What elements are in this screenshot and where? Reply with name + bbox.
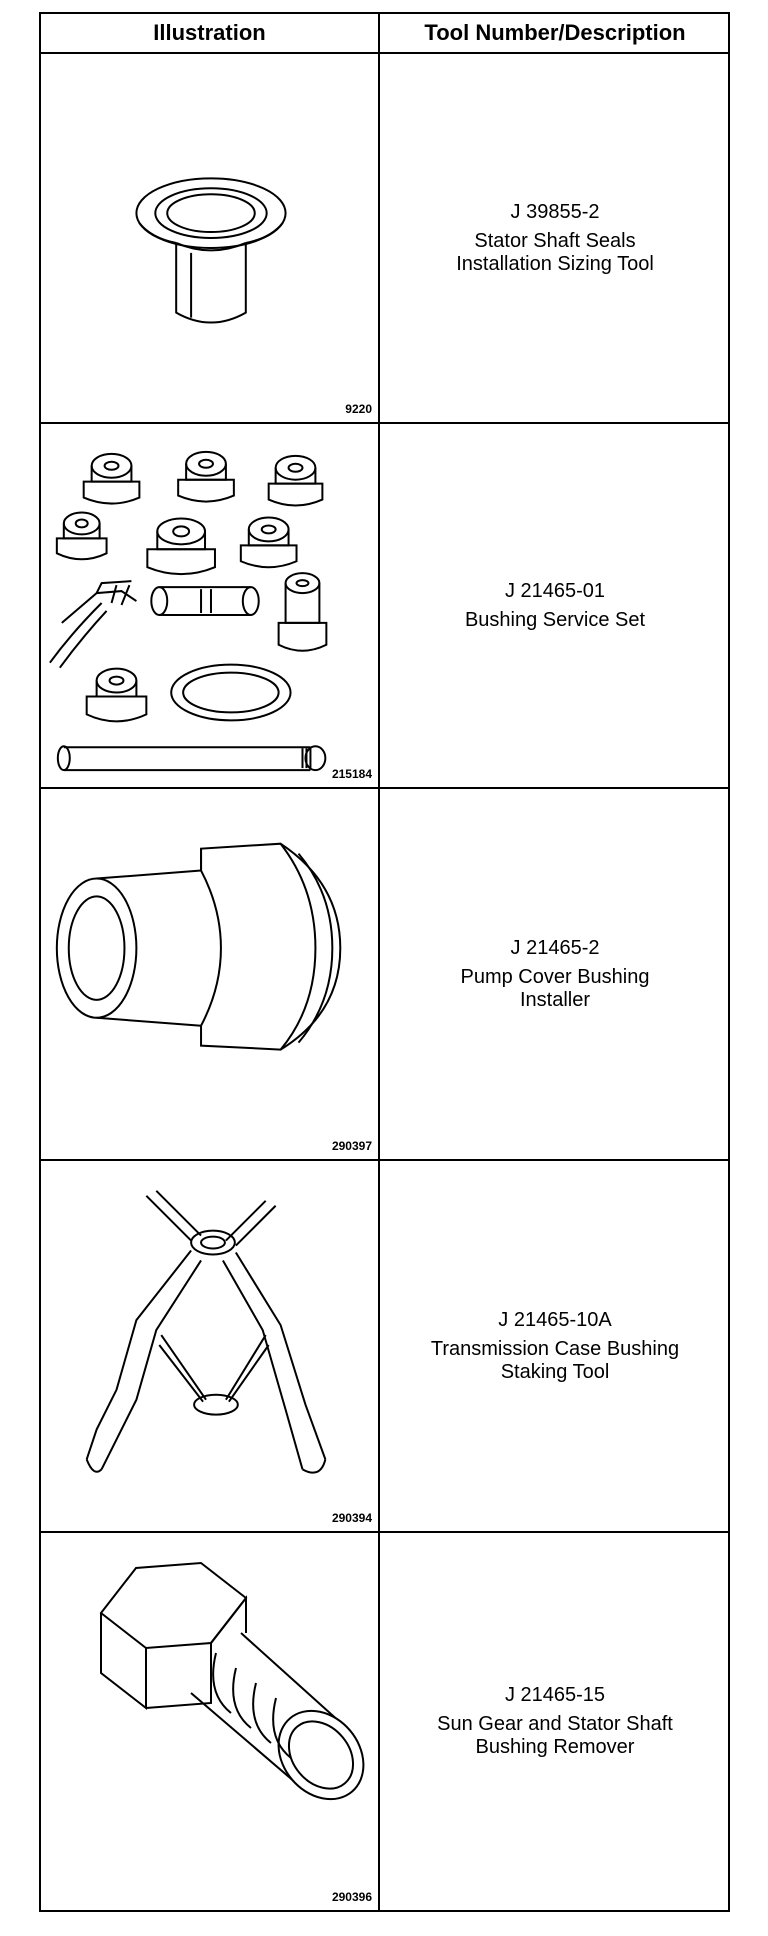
sizing-tool-illustration: 9220 <box>41 54 378 422</box>
tool-description: J 21465-15 Sun Gear and Stator Shaft Bus… <box>380 1533 730 1910</box>
tool-description-text: Bushing Service Set <box>464 608 646 631</box>
tool-description: J 39855-2 Stator Shaft Seals Installatio… <box>380 54 730 422</box>
header-illustration: Illustration <box>153 20 266 45</box>
bushing-installer-illustration: 290397 <box>41 789 378 1159</box>
tool-description-text: Sun Gear and Stator Shaft Bushing Remove… <box>437 1713 673 1758</box>
tool-description-text: Pump Cover Bushing Installer <box>460 965 650 1011</box>
bushing-set-illustration: 215184 <box>41 424 378 787</box>
tool-number: J 21465-10A <box>498 1308 612 1331</box>
tool-description: J 21465-01 Bushing Service Set <box>380 424 730 787</box>
figure-number: 9220 <box>345 402 372 416</box>
tool-number: J 21465-01 <box>504 579 606 602</box>
tool-table: Illustration Tool Number/Description 922… <box>39 12 730 1912</box>
column-divider <box>378 14 380 1910</box>
figure-number: 290396 <box>331 1890 372 1904</box>
figure-number: 215184 <box>331 767 372 781</box>
tool-number: J 39855-2 <box>510 200 600 223</box>
staking-pliers-illustration: 290394 <box>41 1161 378 1531</box>
table-row: 290396 J 21465-15 Sun Gear and Stator Sh… <box>41 1533 728 1910</box>
figure-number: 290394 <box>331 1511 372 1525</box>
figure-number: 290397 <box>331 1139 372 1153</box>
table-row: 9220 J 39855-2 Stator Shaft Seals Instal… <box>41 54 728 424</box>
tool-description-text: Transmission Case Bushing Staking Tool <box>430 1337 680 1383</box>
table-row: 215184 J 21465-01 Bushing Service Set <box>41 424 728 789</box>
header-description: Tool Number/Description <box>424 20 686 45</box>
tool-number: J 21465-2 <box>510 936 600 959</box>
tool-description: J 21465-10A Transmission Case Bushing St… <box>380 1161 730 1531</box>
bushing-remover-illustration: 290396 <box>41 1533 378 1910</box>
table-row: 290397 J 21465-2 Pump Cover Bushing Inst… <box>41 789 728 1161</box>
table-header: Illustration Tool Number/Description <box>41 14 728 54</box>
tool-description-text: Stator Shaft Seals Installation Sizing T… <box>456 229 654 275</box>
tool-number: J 21465-15 <box>504 1684 606 1706</box>
table-row: 290394 J 21465-10A Transmission Case Bus… <box>41 1161 728 1533</box>
tool-description: J 21465-2 Pump Cover Bushing Installer <box>380 789 730 1159</box>
